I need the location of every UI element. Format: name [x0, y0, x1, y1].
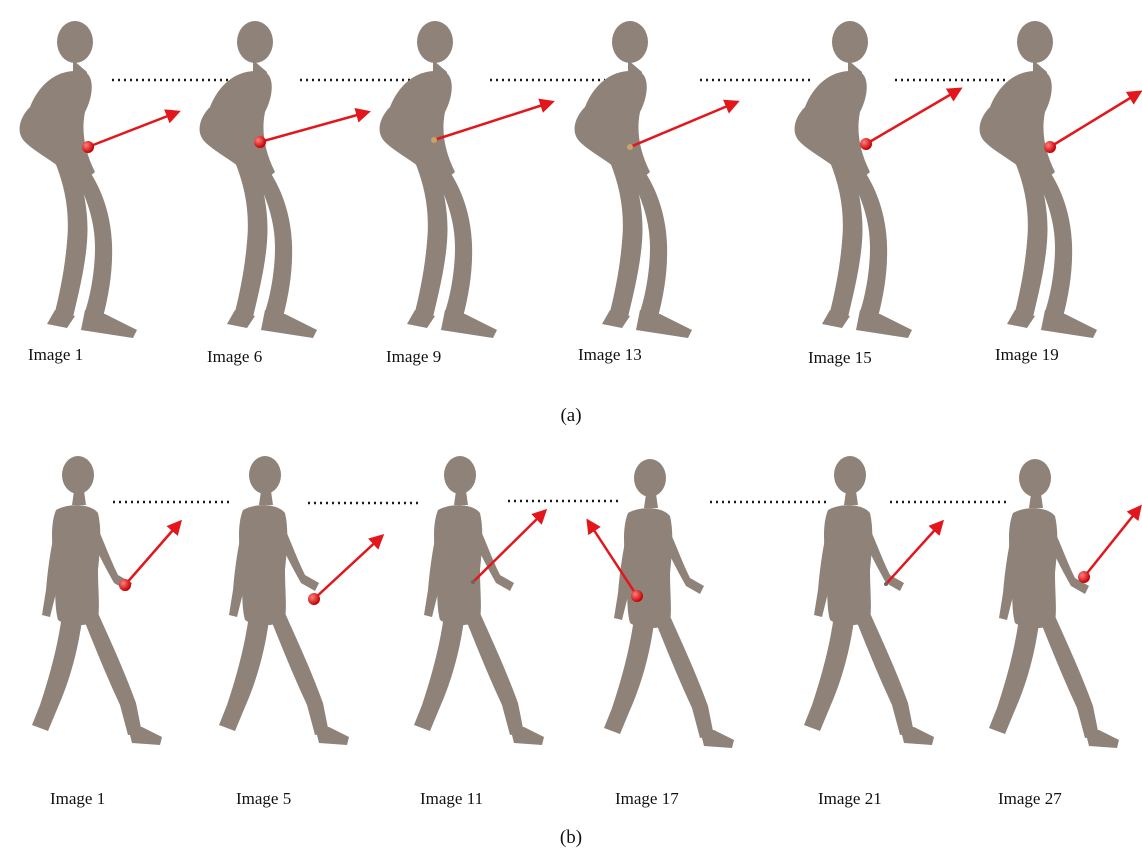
figure-a4 [575, 21, 692, 338]
figure-b3 [414, 456, 544, 745]
figure-a5 [795, 21, 912, 338]
label-a3: Image 9 [386, 347, 441, 366]
label-a4: Image 13 [578, 345, 642, 364]
label-a6: Image 19 [995, 345, 1059, 364]
label-a5: Image 15 [808, 348, 872, 367]
figure-a3 [380, 21, 497, 338]
dotted-guide-lines-b [113, 501, 1006, 503]
label-b3: Image 11 [420, 789, 483, 808]
label-b4: Image 17 [615, 789, 679, 808]
figure-b4 [604, 459, 734, 748]
label-b1: Image 1 [50, 789, 105, 808]
figure-a2 [200, 21, 317, 338]
caption-b: (b) [560, 827, 582, 848]
label-b6: Image 27 [998, 789, 1062, 808]
figure-b1 [32, 456, 162, 745]
figure-b2 [219, 456, 349, 745]
figure-b5 [804, 456, 934, 745]
label-a1: Image 1 [28, 345, 83, 364]
figure-a6 [980, 21, 1097, 338]
figure-a1 [20, 21, 137, 338]
label-b5: Image 21 [818, 789, 882, 808]
label-a2: Image 6 [207, 347, 262, 366]
panel-a: Image 1 Image 6 Image 9 Image 13 Image 1… [20, 21, 1140, 426]
panel-b: Image 1 Image 5 Image 11 Image 17 Image … [32, 456, 1140, 848]
figure-b6 [989, 459, 1119, 748]
label-b2: Image 5 [236, 789, 291, 808]
caption-a: (a) [560, 405, 581, 426]
